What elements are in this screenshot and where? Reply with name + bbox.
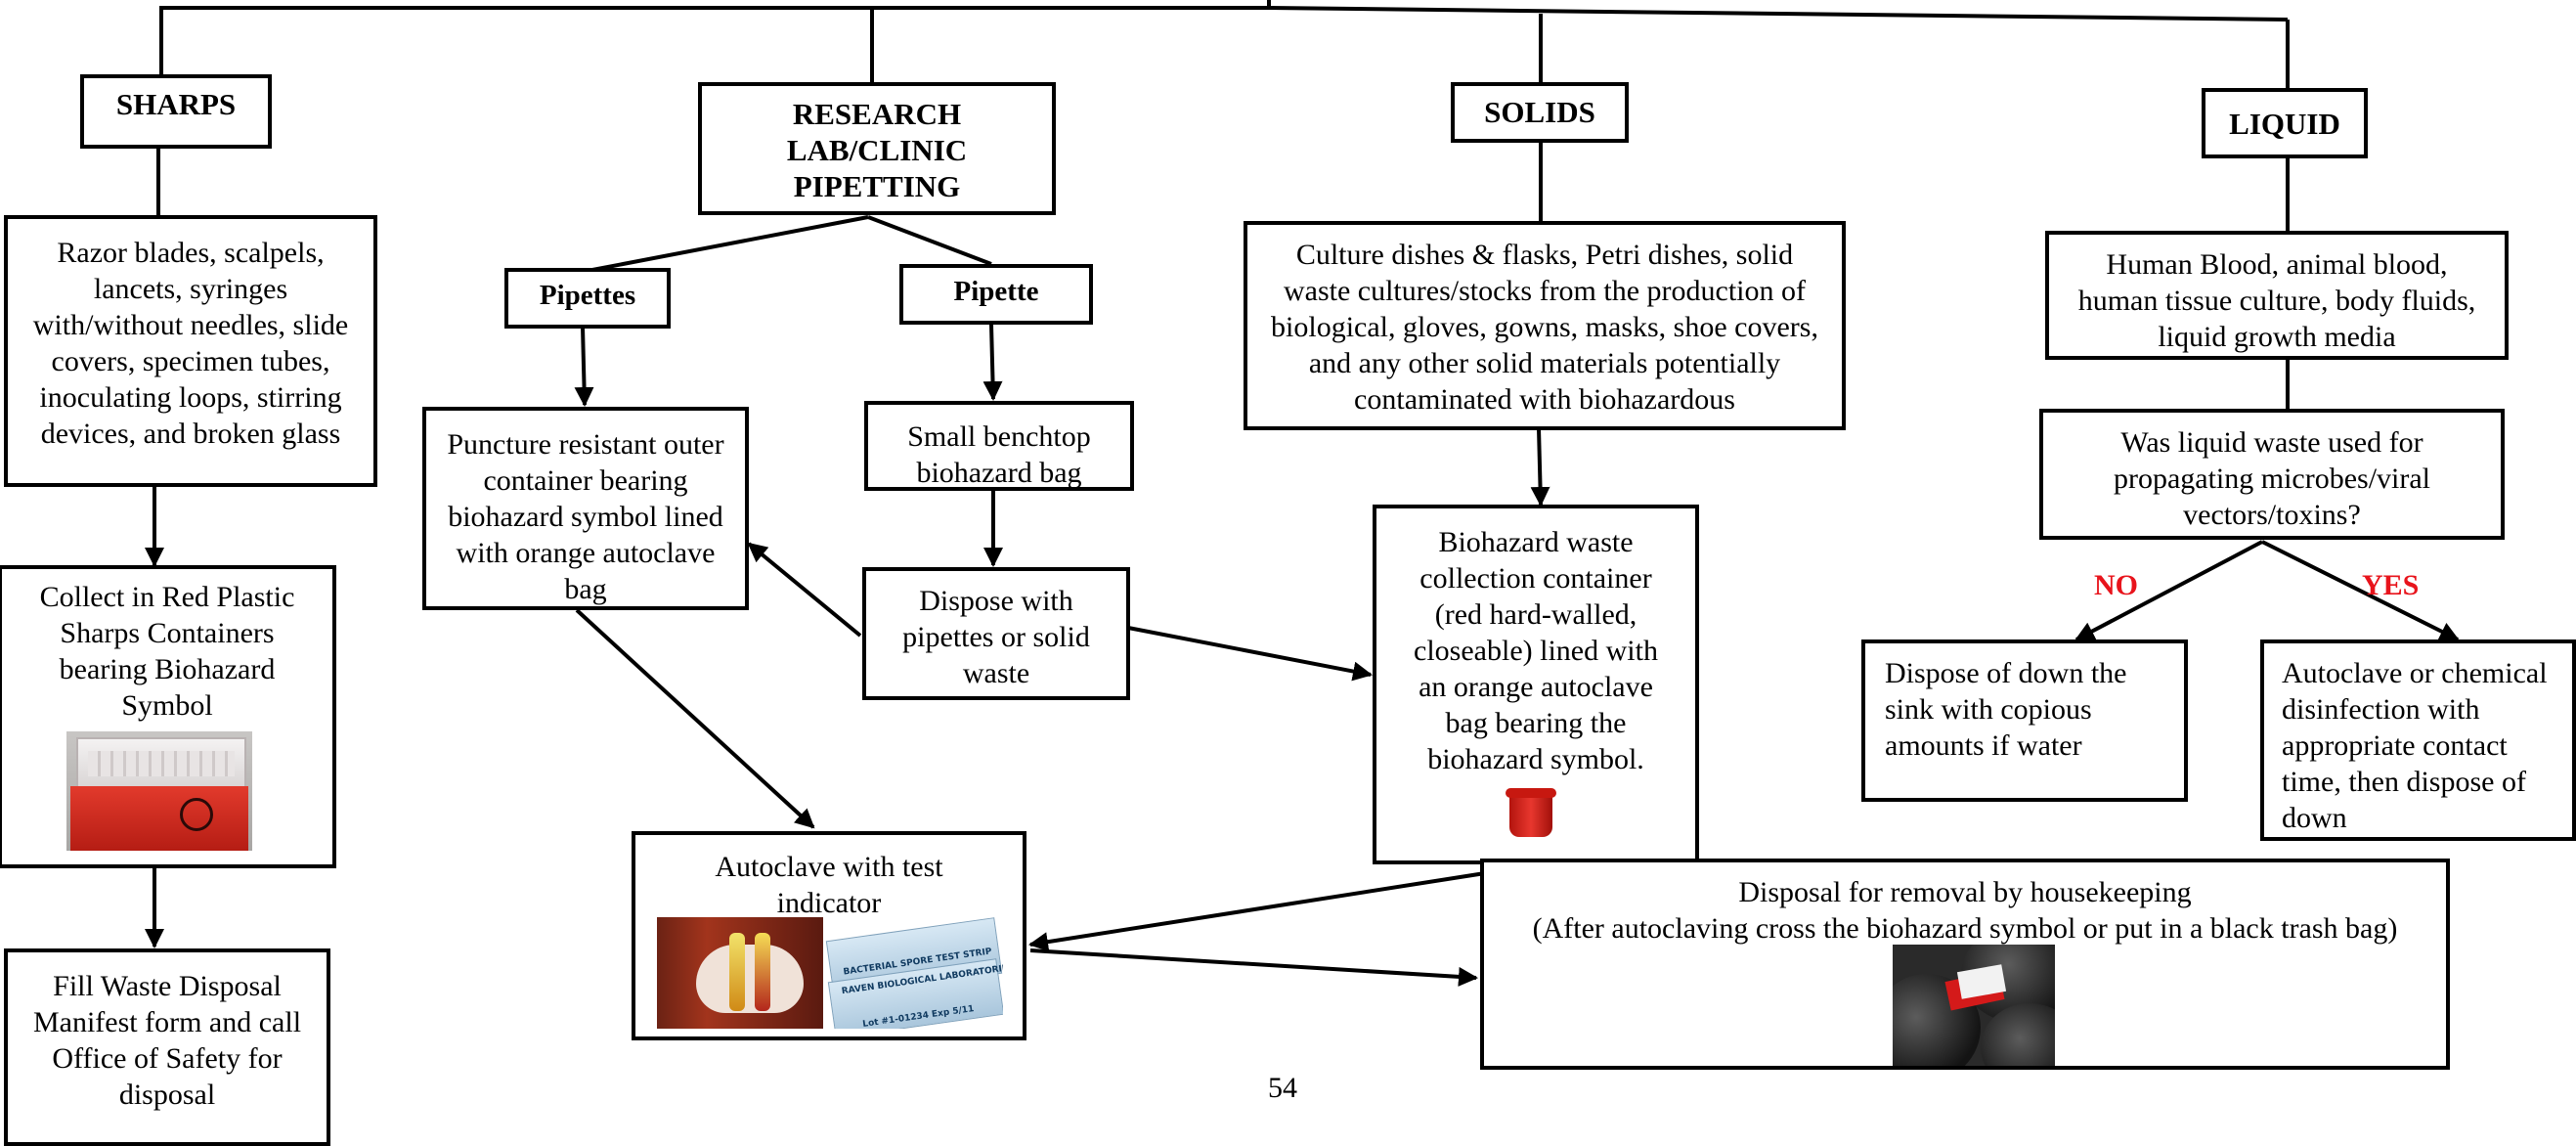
yes-action-box: Autoclave or chemical disinfection with … [2260,639,2576,841]
autoclave-test-text: Autoclave with test indicator [715,851,943,919]
black-trash-bag-photo [1893,945,2055,1066]
liquid-header: LIQUID [2202,88,2368,158]
solids-items-box: Culture dishes & flasks, Petri dishes, s… [1244,221,1846,430]
red-waste-bin-photo [1500,784,1562,847]
housekeeping-line-2: (After autoclaving cross the biohazard s… [1532,912,2398,945]
liquid-question-box: Was liquid waste used for propagating mi… [2039,409,2505,540]
sharps-header: SHARPS [80,74,272,149]
solids-header: SOLIDS [1451,82,1629,143]
gloved-hand-vials-photo [657,917,823,1029]
waste-manifest-box: Fill Waste Disposal Manifest form and ca… [4,948,330,1146]
no-label: NO [2094,569,2138,601]
pipettes-label-box: Pipettes [504,268,671,329]
research-pipetting-header: RESEARCH LAB/CLINIC PIPETTING [698,82,1056,215]
spore-test-strip-photo: BACTERIAL SPORE TEST STRIP RAVEN BIOLOGI… [823,915,1003,1029]
sharps-container-photo [66,731,252,851]
liquid-items-box: Human Blood, animal blood, human tissue … [2045,231,2509,360]
housekeeping-box: Disposal for removal by housekeeping (Af… [1480,859,2450,1070]
sharps-collect-text: Collect in Red Plastic Sharps Containers… [39,581,295,722]
biohazard-container-text: Biohazard waste collection container (re… [1414,526,1658,775]
yes-label: YES [2362,569,2420,601]
benchtop-bag-box: Small benchtop biohazard bag [864,401,1134,491]
autoclave-test-box: Autoclave with test indicator BACTERIAL … [632,831,1026,1040]
sharps-collect-box: Collect in Red Plastic Sharps Containers… [0,565,336,868]
sharps-items-box: Razor blades, scalpels, lancets, syringe… [4,215,377,487]
pipette-label-box: Pipette [899,264,1093,325]
page-number: 54 [1268,1072,1297,1104]
housekeeping-line-1: Disposal for removal by housekeeping [1738,876,2192,908]
dispose-with-pipettes-box: Dispose with pipettes or solid waste [862,567,1130,700]
biohazard-container-box: Biohazard waste collection container (re… [1373,505,1699,864]
no-action-box: Dispose of down the sink with copious am… [1861,639,2188,802]
puncture-container-box: Puncture resistant outer container beari… [422,407,749,610]
